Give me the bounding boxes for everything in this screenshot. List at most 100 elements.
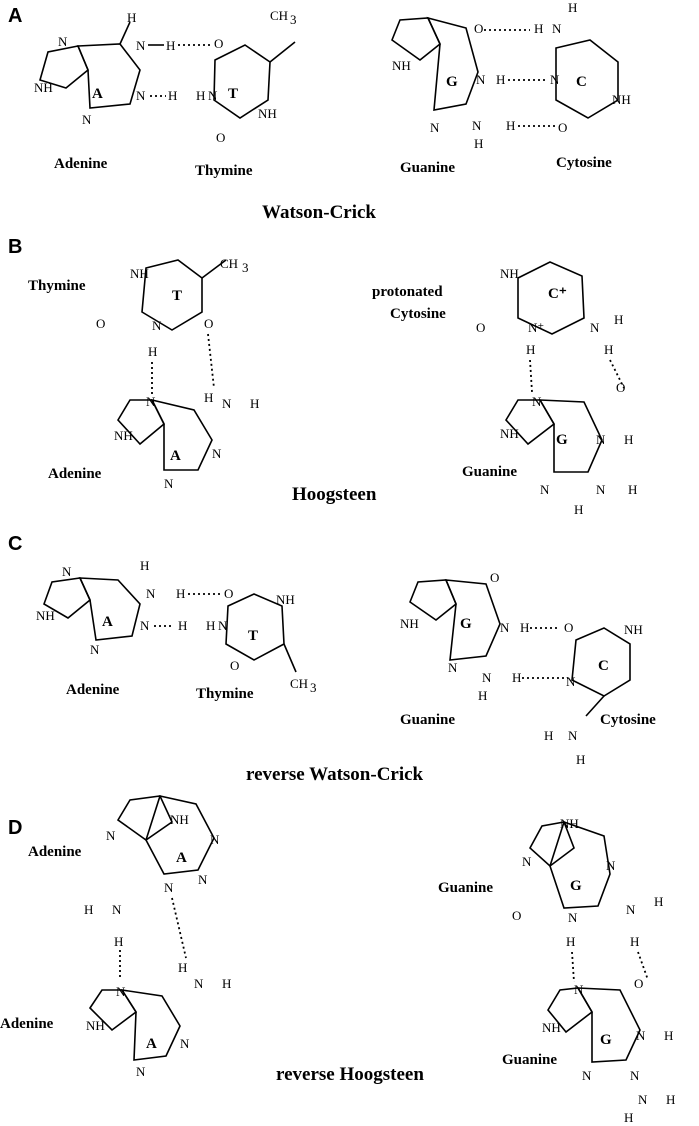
- cytosine-structure-c: O NH N H N H C: [544, 620, 643, 767]
- svg-text:N: N: [500, 620, 510, 635]
- adenine-label: Adenine: [54, 156, 108, 172]
- svg-text:H: H: [222, 976, 231, 991]
- svg-text:N: N: [146, 586, 156, 601]
- svg-text:N: N: [208, 88, 218, 103]
- svg-text:N: N: [82, 112, 92, 127]
- svg-text:N: N: [636, 1028, 646, 1043]
- svg-text:H: H: [166, 38, 175, 53]
- panel-c-letter: C: [8, 533, 22, 555]
- svg-text:H: H: [206, 618, 215, 633]
- svg-text:H: H: [544, 728, 553, 743]
- svg-text:H: H: [148, 344, 157, 359]
- svg-text:H: H: [604, 342, 613, 357]
- svg-text:H: H: [127, 10, 136, 25]
- guanine-bottom-ring-label: G: [600, 1032, 612, 1048]
- svg-text:H: H: [178, 960, 187, 975]
- svg-text:N: N: [540, 482, 550, 497]
- svg-text:O: O: [216, 130, 225, 145]
- svg-text:O: O: [96, 316, 105, 331]
- svg-text:NH: NH: [612, 92, 631, 107]
- svg-text:O: O: [214, 36, 223, 51]
- svg-text:H: H: [630, 934, 639, 949]
- adenine-b-label: Adenine: [48, 466, 102, 482]
- svg-text:H: H: [196, 88, 205, 103]
- svg-text:H: H: [512, 670, 521, 685]
- svg-text:N: N: [482, 670, 492, 685]
- svg-text:NH: NH: [170, 812, 189, 827]
- svg-text:N: N: [136, 38, 146, 53]
- svg-text:N: N: [638, 1092, 648, 1107]
- svg-text:N: N: [116, 984, 126, 999]
- thymine-b-ring-label: T: [172, 288, 182, 304]
- svg-text:O: O: [616, 380, 625, 395]
- svg-text:3: 3: [242, 260, 249, 275]
- guanine-structure-b: N O NH N H N N H H G: [500, 380, 637, 517]
- svg-text:N: N: [58, 34, 68, 49]
- svg-text:NH: NH: [392, 58, 411, 73]
- svg-text:O: O: [474, 21, 483, 36]
- panel-b-caption: Hoogsteen: [292, 484, 377, 505]
- svg-text:NH: NH: [114, 428, 133, 443]
- svg-text:H: H: [654, 894, 663, 909]
- adenine-c-ring-label: A: [102, 614, 113, 630]
- panel-c-caption: reverse Watson-Crick: [246, 764, 424, 785]
- svg-text:N: N: [218, 618, 228, 633]
- svg-text:O: O: [564, 620, 573, 635]
- svg-text:O: O: [476, 320, 485, 335]
- panel-a-letter: A: [8, 5, 22, 27]
- panel-c: C N NH N N N H H H A O NH H N O CH 3: [8, 533, 656, 785]
- cytosine-structure: H N H N NH O C: [534, 0, 631, 135]
- adenine-bottom-structure: N H N H NH N N A: [86, 960, 231, 1079]
- svg-text:N: N: [146, 394, 156, 409]
- svg-text:O: O: [634, 976, 643, 991]
- svg-text:NH: NH: [500, 266, 519, 281]
- cytosine-ring-label: C: [576, 74, 587, 90]
- svg-text:N: N: [606, 858, 616, 873]
- svg-text:N: N: [626, 902, 636, 917]
- svg-text:H: H: [474, 136, 483, 151]
- svg-text:O: O: [490, 570, 499, 585]
- svg-text:N: N: [140, 618, 150, 633]
- svg-text:H: H: [496, 72, 505, 87]
- svg-text:N: N: [194, 976, 204, 991]
- thymine-b-label: Thymine: [28, 278, 86, 294]
- svg-text:CH: CH: [270, 8, 288, 23]
- svg-text:O: O: [558, 120, 567, 135]
- adenine-top-label: Adenine: [28, 844, 82, 860]
- guanine-c-ring-label: G: [460, 616, 472, 632]
- svg-text:N: N: [164, 880, 174, 895]
- svg-text:N: N: [596, 432, 606, 447]
- svg-text:N: N: [210, 832, 220, 847]
- svg-text:H: H: [178, 618, 187, 633]
- svg-text:N: N: [590, 320, 600, 335]
- svg-text:H: H: [84, 902, 93, 917]
- svg-text:N: N: [552, 21, 562, 36]
- svg-text:H: H: [574, 502, 583, 517]
- svg-text:H: H: [176, 586, 185, 601]
- svg-text:H: H: [114, 934, 123, 949]
- guanine-c-label: Guanine: [400, 712, 455, 728]
- svg-text:NH: NH: [276, 592, 295, 607]
- svg-text:NH: NH: [34, 80, 53, 95]
- svg-text:H: H: [250, 396, 259, 411]
- svg-text:3: 3: [290, 12, 297, 27]
- guanine-b-label: Guanine: [462, 464, 517, 480]
- svg-text:N: N: [568, 910, 578, 925]
- adenine-ring-label: A: [92, 86, 103, 102]
- adenine-structure: N NH N N N H H H A: [34, 10, 177, 127]
- svg-text:NH: NH: [258, 106, 277, 121]
- svg-text:H: H: [478, 688, 487, 703]
- svg-text:O: O: [204, 316, 213, 331]
- svg-text:N: N: [222, 396, 232, 411]
- adenine-top-ring-label: A: [176, 850, 187, 866]
- svg-text:H: H: [520, 620, 529, 635]
- panel-d-letter: D: [8, 817, 22, 839]
- svg-text:NH: NH: [560, 816, 579, 831]
- svg-text:NH: NH: [542, 1020, 561, 1035]
- svg-text:CH: CH: [290, 676, 308, 691]
- svg-text:H: H: [576, 752, 585, 767]
- svg-text:N: N: [152, 318, 162, 333]
- svg-text:N: N: [180, 1036, 190, 1051]
- svg-text:N: N: [522, 854, 532, 869]
